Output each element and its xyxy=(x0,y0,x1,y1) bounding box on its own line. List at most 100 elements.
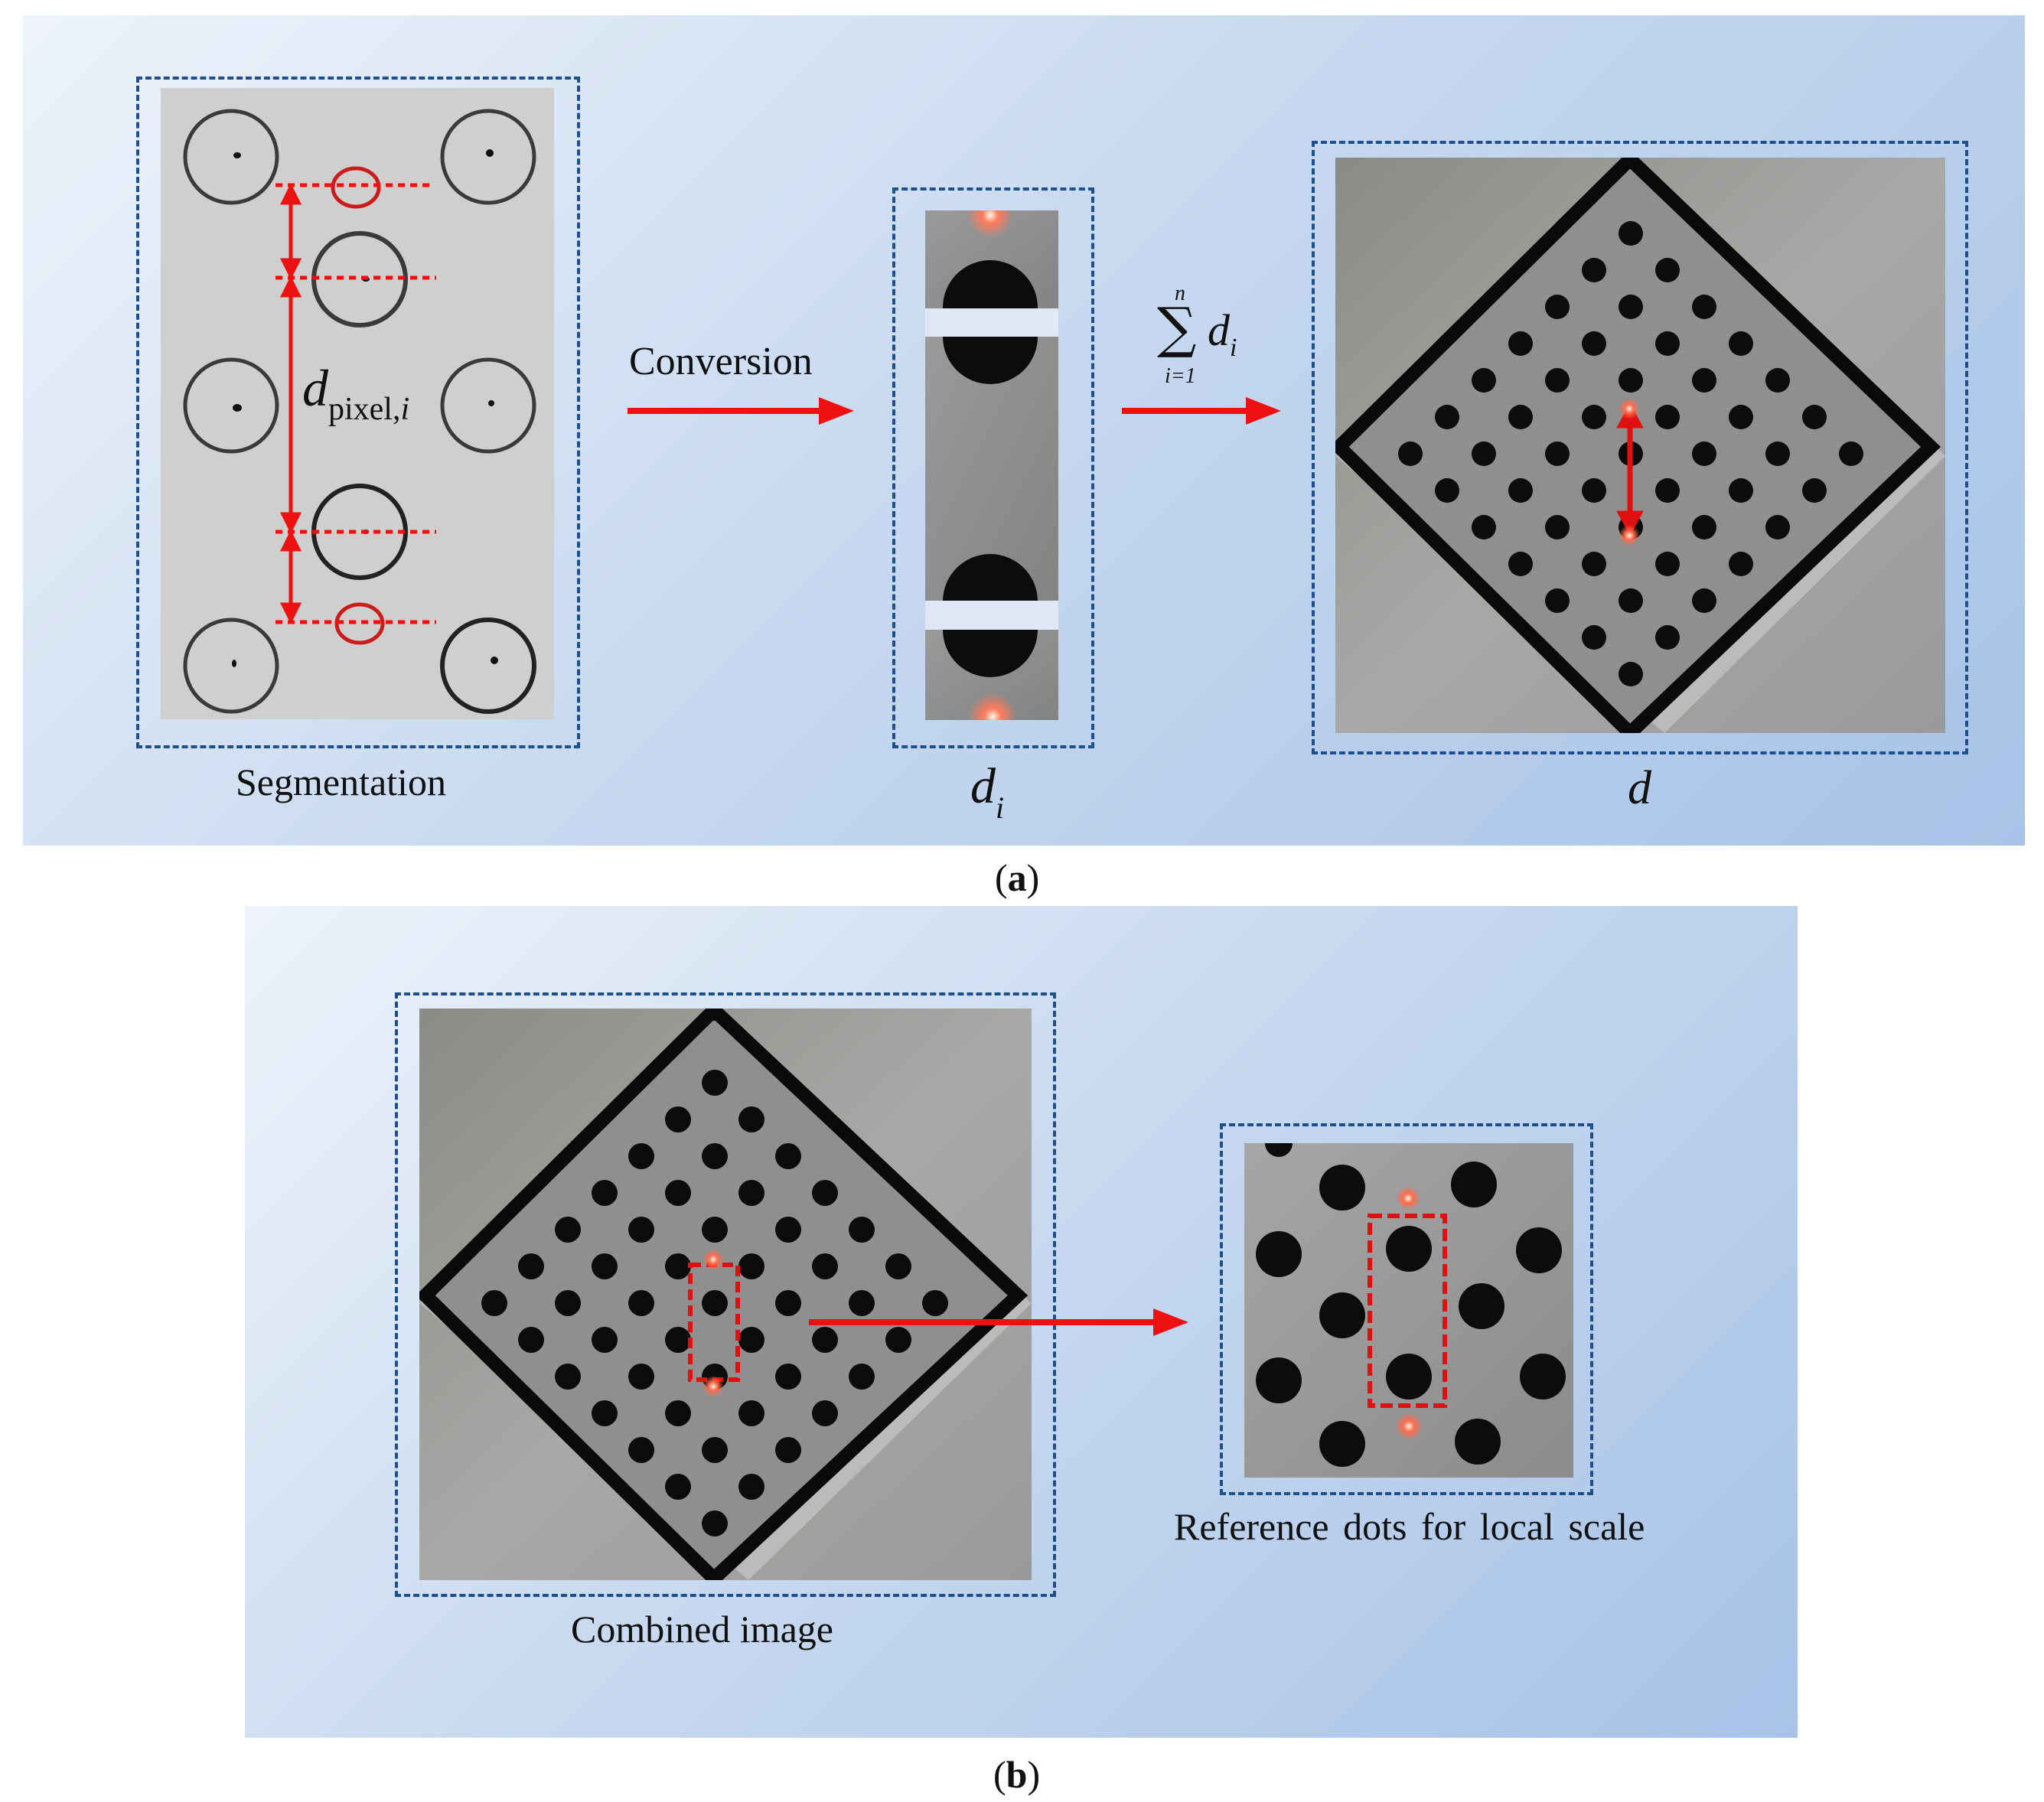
board-dot xyxy=(1508,331,1533,356)
board-dot xyxy=(628,1437,654,1463)
d-pixel-sub: pixel, xyxy=(328,392,401,427)
segmentation-frame xyxy=(136,77,580,748)
board-dot xyxy=(1802,478,1827,503)
board-dot xyxy=(1545,295,1570,319)
sum-term-base: d xyxy=(1208,305,1230,355)
board-dot xyxy=(1545,515,1570,539)
di-caption: di xyxy=(970,758,1004,825)
board-dot xyxy=(1729,478,1753,503)
board-dot xyxy=(1472,368,1496,393)
board-dot xyxy=(1619,662,1643,686)
board-dot xyxy=(812,1253,838,1279)
board-dot xyxy=(702,1217,728,1243)
board-dots-b xyxy=(481,1070,948,1536)
board-dot xyxy=(628,1364,654,1390)
board-dot xyxy=(592,1180,618,1206)
d-pixel-label: dpixel,i xyxy=(302,358,409,427)
board-dot xyxy=(555,1364,581,1390)
board-dot xyxy=(738,1253,764,1279)
d-caption: d xyxy=(1628,762,1651,814)
d-pixel-base: d xyxy=(302,359,328,417)
board-dot xyxy=(1692,368,1716,393)
panel-b-label-open: ( xyxy=(993,1753,1006,1796)
board-dot xyxy=(1802,405,1827,429)
board-dot xyxy=(1582,331,1606,356)
board-dot xyxy=(1545,442,1570,466)
board-dot xyxy=(1619,221,1643,246)
di-caption-base: d xyxy=(970,758,996,814)
board-dot xyxy=(1582,625,1606,650)
board-dot xyxy=(1508,478,1533,503)
board-dot xyxy=(518,1327,544,1353)
combined-image xyxy=(419,1009,1032,1580)
board-dot xyxy=(518,1253,544,1279)
board-dot xyxy=(1435,405,1459,429)
board-dot xyxy=(665,1474,691,1500)
board-dot xyxy=(775,1290,801,1316)
board-dot xyxy=(1765,368,1790,393)
board-dot xyxy=(812,1400,838,1426)
board-dot xyxy=(1545,368,1570,393)
board-dot xyxy=(702,1143,728,1169)
combined-caption: Combined image xyxy=(571,1608,833,1650)
board-dot xyxy=(1765,515,1790,539)
board-dot xyxy=(738,1474,764,1500)
board-dot xyxy=(812,1327,838,1353)
board-dot xyxy=(1692,588,1716,613)
sum-upper-limit: n xyxy=(1175,282,1185,305)
combined-frame xyxy=(395,992,1056,1597)
board-dot xyxy=(665,1400,691,1426)
board-dot xyxy=(1398,442,1423,466)
di-frame xyxy=(892,187,1094,748)
segmentation-caption: Segmentation xyxy=(236,761,446,803)
board-dot xyxy=(1582,405,1606,429)
board-dot xyxy=(555,1290,581,1316)
board-dot xyxy=(1729,405,1753,429)
board-dot xyxy=(1692,295,1716,319)
panel-b-label: (b) xyxy=(993,1752,1040,1797)
board-dot xyxy=(738,1327,764,1353)
zoom-arrow xyxy=(809,1308,1188,1336)
board-svg-a xyxy=(1335,158,1945,733)
panel-b-label-close: ) xyxy=(1027,1753,1041,1796)
board-dot xyxy=(1619,295,1643,319)
summation-formula: n ∑ i=1 di xyxy=(1154,282,1253,396)
board-dot xyxy=(849,1217,875,1243)
board-dot xyxy=(775,1437,801,1463)
board-dot xyxy=(1655,478,1680,503)
sum-arrow xyxy=(1122,397,1281,425)
d-pixel-sub-i: i xyxy=(400,392,410,427)
board-svg-b xyxy=(419,1009,1032,1580)
board-dot xyxy=(702,1510,728,1536)
board-dot xyxy=(592,1253,618,1279)
board-dot xyxy=(1729,552,1753,576)
panel-a-label-letter: a xyxy=(1007,856,1027,899)
board-dot xyxy=(702,1437,728,1463)
board-dot xyxy=(1655,405,1680,429)
board-dot xyxy=(665,1180,691,1206)
board-dot xyxy=(1472,442,1496,466)
board-dot xyxy=(628,1290,654,1316)
board-dot xyxy=(1839,442,1863,466)
board-dot xyxy=(1472,515,1496,539)
sum-symbol: ∑ xyxy=(1157,295,1197,360)
reference-frame xyxy=(1220,1123,1593,1495)
board-dot xyxy=(775,1143,801,1169)
board-dot xyxy=(592,1400,618,1426)
board-dot xyxy=(481,1290,507,1316)
segmentation-image xyxy=(161,88,554,719)
board-dot xyxy=(1435,478,1459,503)
sum-term-sub: i xyxy=(1230,334,1237,362)
panel-a-label-close: ) xyxy=(1026,856,1040,899)
board-dot xyxy=(702,1070,728,1096)
board-dot xyxy=(1692,515,1716,539)
board-dot xyxy=(885,1327,911,1353)
board-dot xyxy=(702,1290,728,1316)
conversion-label: Conversion xyxy=(629,340,813,383)
board-dot xyxy=(1508,552,1533,576)
panel-a-label-open: ( xyxy=(995,856,1008,899)
board-dot xyxy=(1582,552,1606,576)
board-dot xyxy=(628,1143,654,1169)
board-frame-a xyxy=(1312,141,1968,754)
sum-lower-limit: i=1 xyxy=(1165,364,1196,388)
